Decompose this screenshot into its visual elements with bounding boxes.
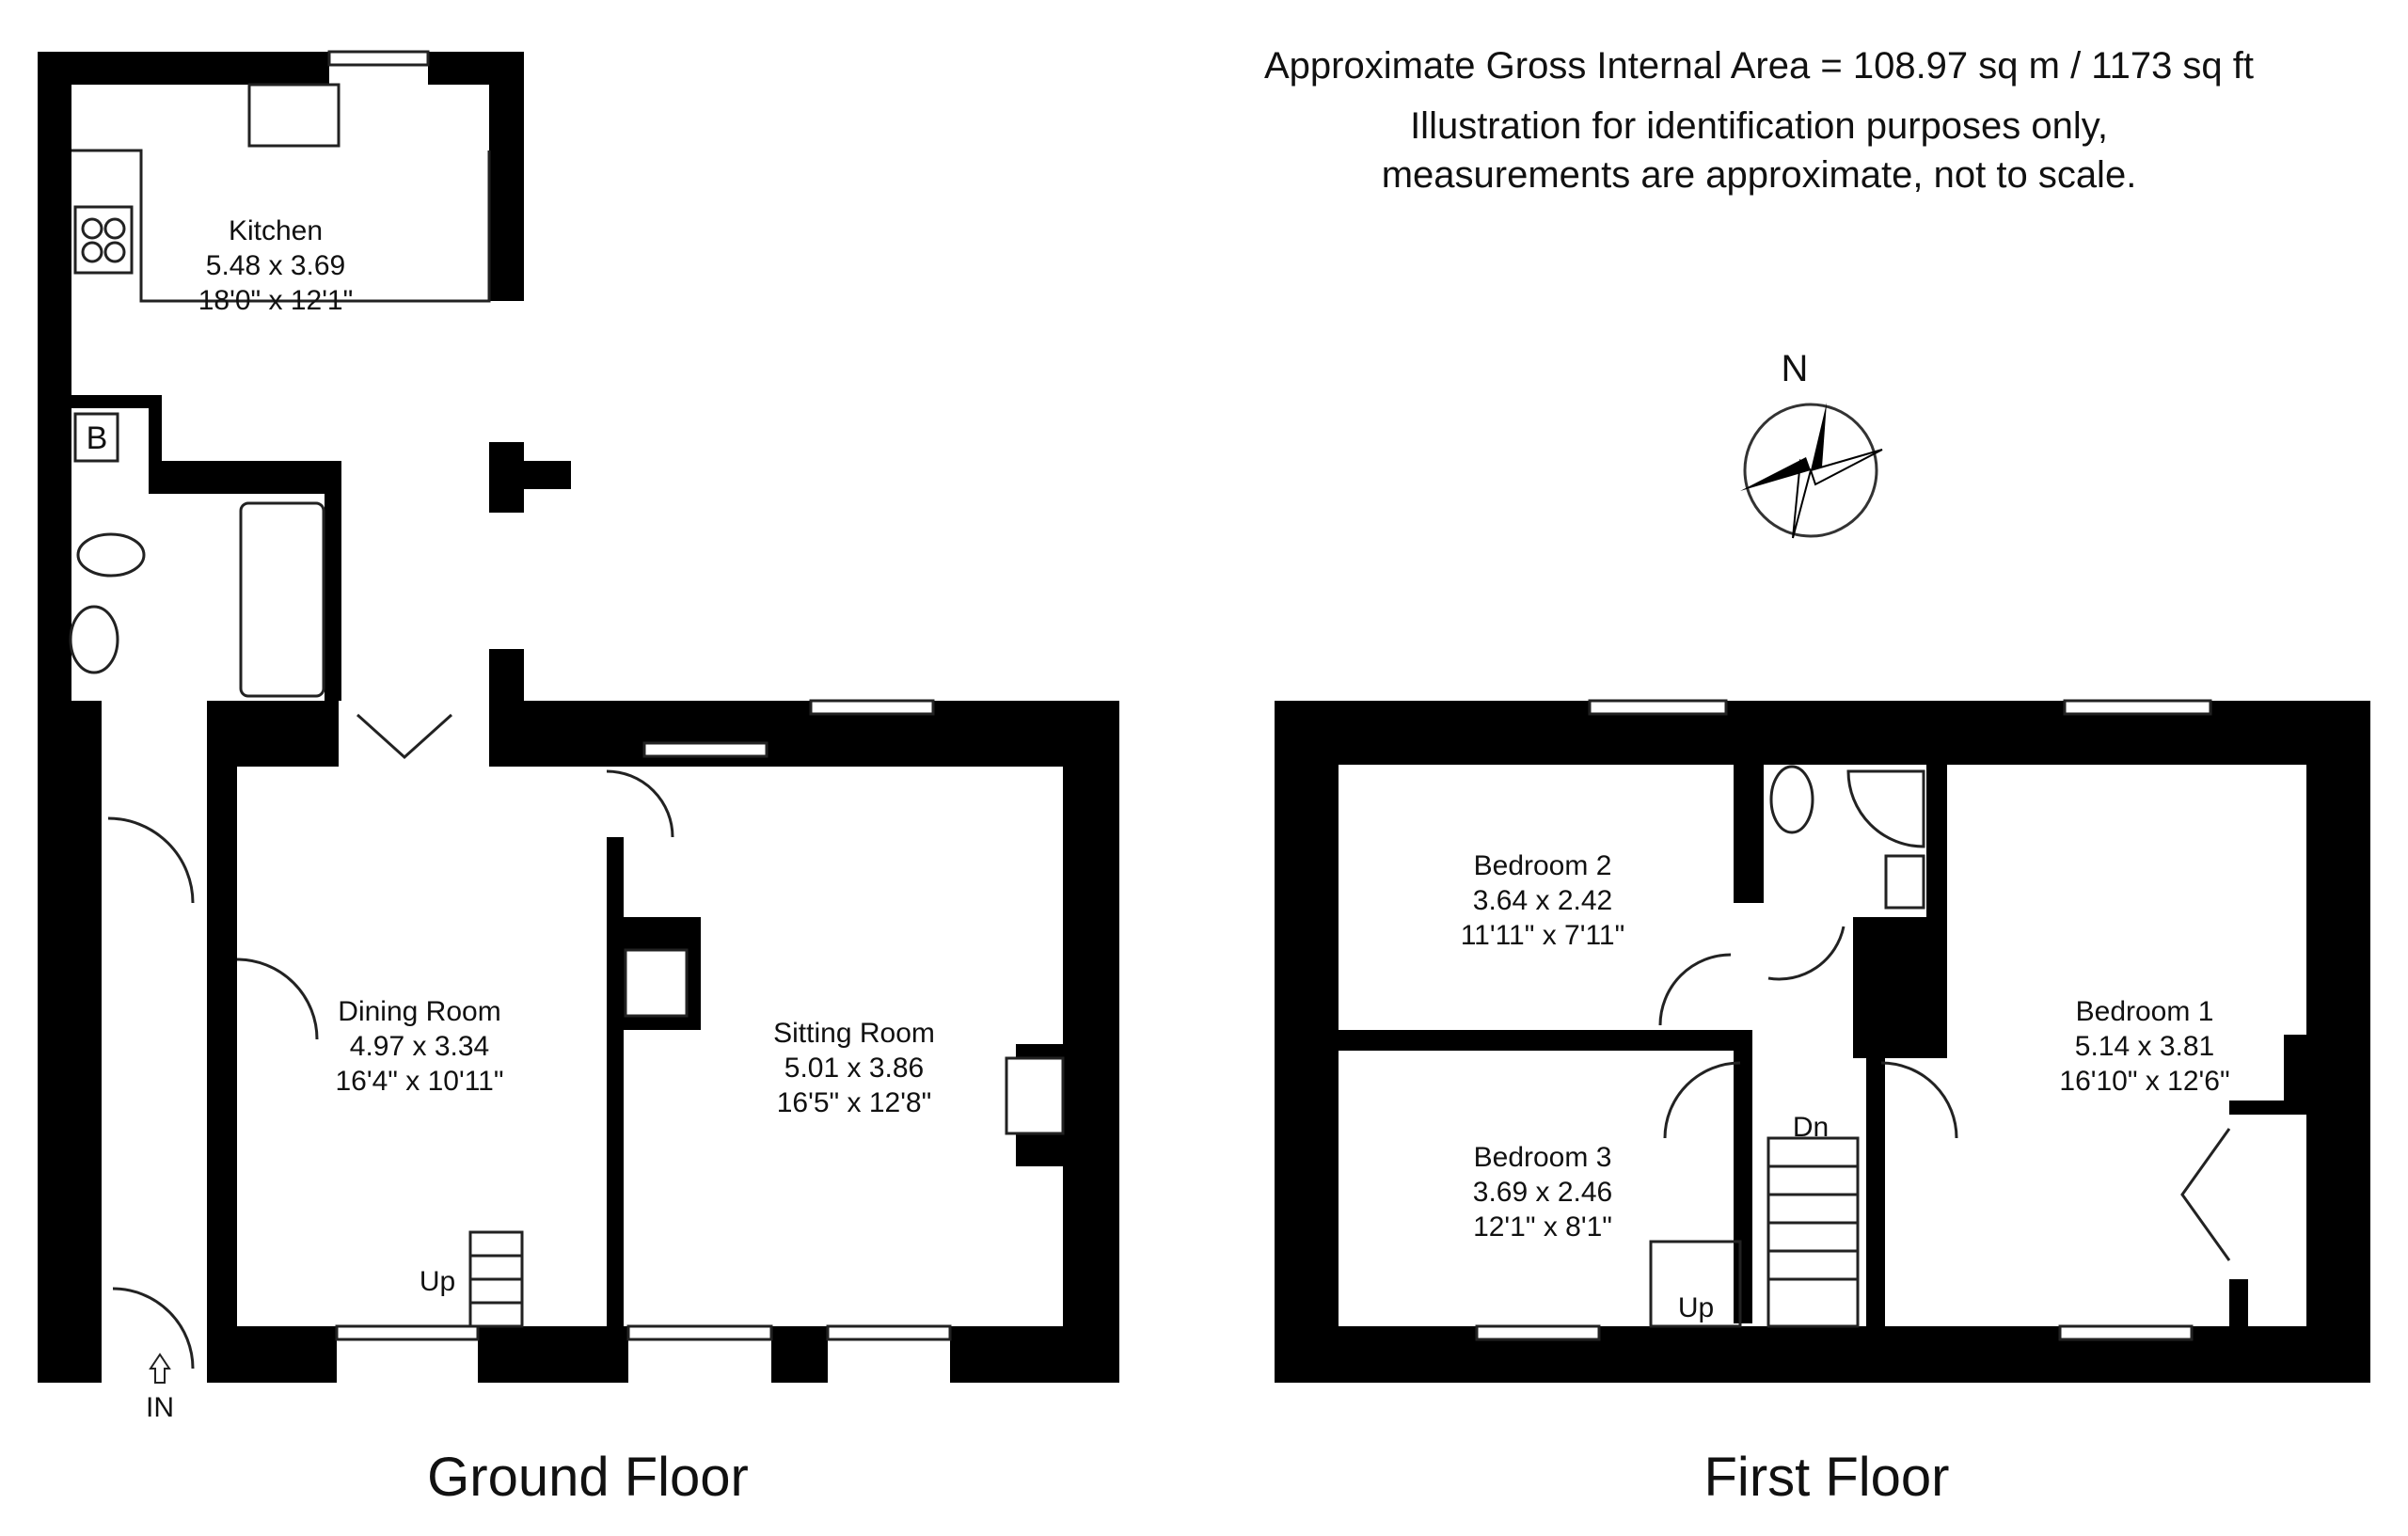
- wc-icon: [76, 532, 146, 578]
- dining-door[interactable]: [236, 958, 319, 1040]
- first-floor-windows: [1475, 699, 2212, 1341]
- dining-room-label: Dining Room 4.97 x 3.34 16'4" x 10'11": [336, 996, 504, 1097]
- front-door[interactable]: [112, 1287, 195, 1370]
- hall-door[interactable]: [107, 816, 195, 904]
- first-floor-walls: [1275, 701, 2370, 1383]
- bedroom3-cupboard: [1649, 1240, 1742, 1328]
- boiler-icon: [73, 412, 119, 463]
- room-metric: 5.14 x 3.81: [2075, 1031, 2214, 1062]
- bath-icon: [239, 501, 325, 698]
- entrance-label: IN: [146, 1392, 174, 1423]
- room-imperial: 12'1" x 8'1": [1473, 1211, 1612, 1243]
- entrance-arrow-icon: [149, 1353, 171, 1384]
- room-imperial: 11'11" x 7'11": [1461, 920, 1625, 951]
- bedroom-3-label: Bedroom 3 3.69 x 2.46 12'1" x 8'1": [1473, 1142, 1612, 1243]
- first-floor-fixtures: [1649, 765, 2231, 1328]
- room-metric: 3.64 x 2.42: [1473, 885, 1612, 916]
- ensuite-basin-icon: [1884, 854, 1925, 910]
- room-name: Bedroom 2: [1474, 850, 1612, 881]
- kitchen-hob-icon: [73, 205, 134, 275]
- compass-east-point-icon: [1809, 449, 1883, 486]
- ensuite-wc-icon: [1769, 765, 1814, 834]
- french-doors[interactable]: [356, 713, 453, 760]
- first-floor-stairs: [1766, 1136, 1860, 1328]
- first-stairs-up-label: Up: [1678, 1292, 1714, 1323]
- bedroom2-door[interactable]: [1658, 953, 1732, 1026]
- ground-stairs-up-label: Up: [420, 1266, 455, 1297]
- kitchen-sink-icon: [247, 83, 341, 148]
- room-name: Dining Room: [338, 996, 500, 1027]
- ensuite-door[interactable]: [1767, 926, 1846, 981]
- kitchen-label: Kitchen 5.48 x 3.69 18'0" x 12'1": [198, 215, 354, 316]
- bedroom1-door[interactable]: [1880, 1061, 1958, 1139]
- room-metric: 3.69 x 2.46: [1473, 1177, 1612, 1208]
- room-imperial: 16'4" x 10'11": [336, 1066, 504, 1097]
- gross-area-text: Approximate Gross Internal Area = 108.97…: [1263, 45, 2255, 87]
- basin-icon: [69, 605, 119, 674]
- bedroom-1-label: Bedroom 1 5.14 x 3.81 16'10" x 12'6": [2059, 996, 2229, 1097]
- shower-icon: [1846, 769, 1925, 848]
- room-metric: 4.97 x 3.34: [350, 1031, 489, 1062]
- ground-floor-title: Ground Floor: [427, 1447, 749, 1508]
- sitting-stove-icon: [1005, 1056, 1065, 1135]
- sitting-room-label: Sitting Room 5.01 x 3.86 16'5" x 12'8": [773, 1018, 935, 1118]
- sitting-door[interactable]: [606, 769, 674, 838]
- room-metric: 5.48 x 3.69: [206, 250, 345, 281]
- first-floor-title: First Floor: [1704, 1447, 1950, 1508]
- ground-floor-fixtures: B: [69, 83, 1065, 1370]
- room-metric: 5.01 x 3.86: [784, 1053, 924, 1084]
- dining-stove-icon: [624, 948, 689, 1018]
- boiler-label: B: [87, 420, 108, 456]
- compass-north-label: N: [1782, 348, 1809, 389]
- room-imperial: 16'10" x 12'6": [2059, 1066, 2229, 1097]
- ground-floor-windows: [327, 50, 952, 1341]
- room-name: Sitting Room: [773, 1018, 935, 1049]
- room-imperial: 18'0" x 12'1": [198, 285, 354, 316]
- room-name: Bedroom 1: [2076, 996, 2214, 1027]
- room-name: Kitchen: [229, 215, 323, 246]
- disclaimer-line-1: Illustration for identification purposes…: [1410, 105, 2108, 147]
- disclaimer-line-2: measurements are approximate, not to sca…: [1381, 154, 2137, 196]
- room-imperial: 16'5" x 12'8": [777, 1087, 932, 1118]
- compass: N: [1740, 348, 1883, 539]
- ground-floor-walls: [38, 52, 1119, 1383]
- room-name: Bedroom 3: [1474, 1142, 1612, 1173]
- compass-west-point-icon: [1740, 457, 1811, 491]
- compass-ring: [1743, 403, 1878, 538]
- first-stairs-down-label: Dn: [1793, 1112, 1829, 1143]
- bedroom-2-label: Bedroom 2 3.64 x 2.42 11'11" x 7'11": [1461, 850, 1625, 951]
- wardrobe-doors[interactable]: [2180, 1128, 2231, 1261]
- compass-north-point-icon: [1811, 403, 1827, 480]
- bedroom3-door[interactable]: [1663, 1061, 1741, 1139]
